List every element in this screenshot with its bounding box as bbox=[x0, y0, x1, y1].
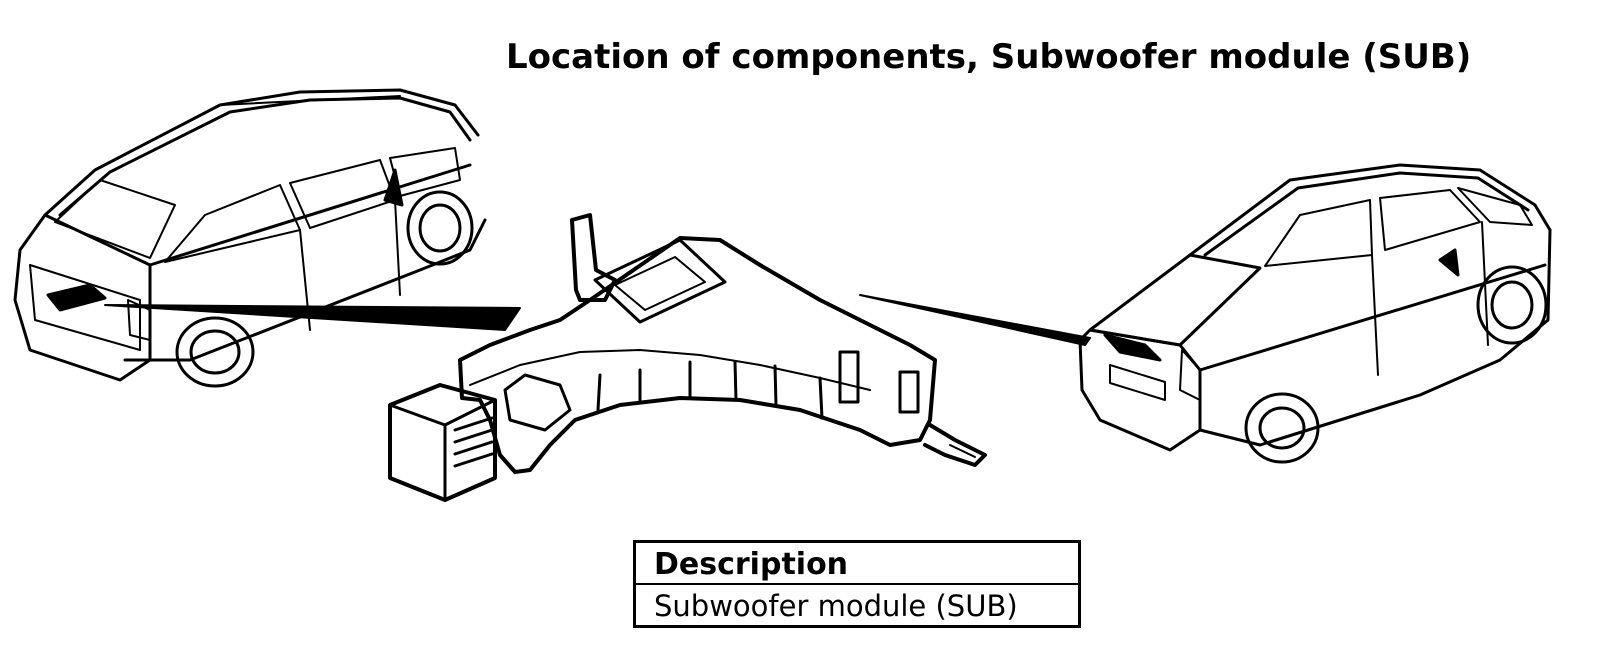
legend-table: Description Subwoofer module (SUB) bbox=[633, 540, 1081, 628]
right-leader-line bbox=[859, 294, 1091, 346]
left-leader-line bbox=[104, 304, 521, 331]
diagram-title: Location of components, Subwoofer module… bbox=[506, 37, 1472, 77]
sedan-car-drawing bbox=[1078, 163, 1552, 464]
legend-header-row: Description bbox=[633, 540, 1081, 585]
legend-row: Subwoofer module (SUB) bbox=[633, 583, 1081, 628]
legend-row-label: Subwoofer module (SUB) bbox=[633, 583, 1081, 628]
estate-car-drawing bbox=[13, 88, 487, 388]
subwoofer-module-drawing bbox=[388, 213, 987, 502]
legend-header: Description bbox=[633, 540, 1081, 585]
